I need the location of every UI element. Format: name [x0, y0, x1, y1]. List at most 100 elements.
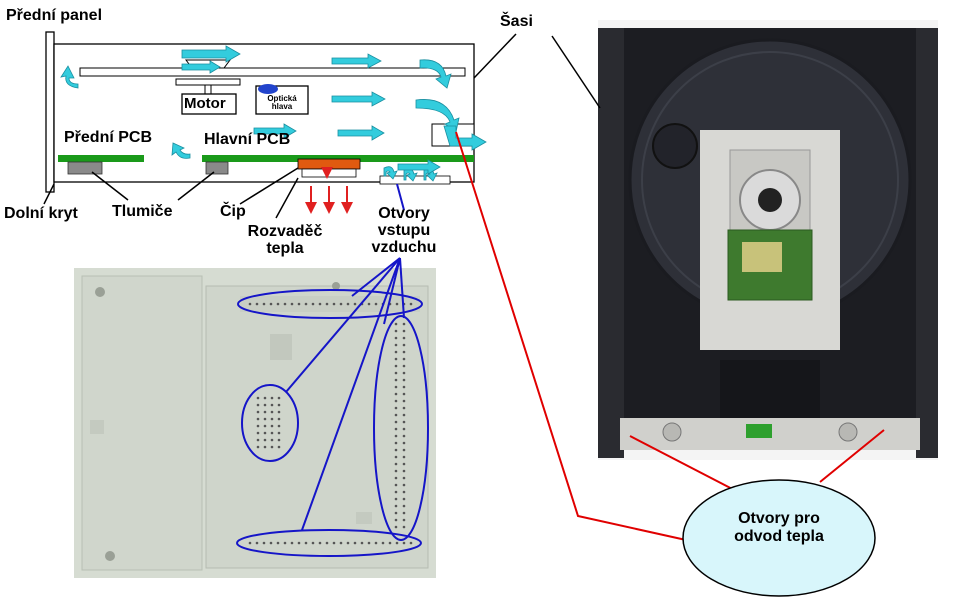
vent-hole [402, 455, 406, 459]
tray-front-block [720, 360, 820, 420]
vent-hole [346, 302, 350, 306]
vent-hole [311, 302, 315, 306]
vent-hole [394, 357, 398, 361]
front-panel-label: Přední panel [6, 7, 103, 24]
vent-hole [394, 371, 398, 375]
airflow-arrows [60, 45, 487, 182]
heat-spreader-label: Rozvaděč tepla [247, 223, 323, 257]
vent-hole [402, 525, 406, 529]
vent-hole [394, 322, 398, 326]
vent-hole [304, 541, 308, 545]
airflow-arrow [331, 53, 382, 69]
cover-tab [356, 512, 372, 524]
vent-hole [270, 396, 274, 400]
vent-hole [270, 438, 274, 442]
vent-hole [263, 410, 267, 414]
vent-hole [394, 441, 398, 445]
vent-hole [388, 541, 392, 545]
vent-hole [402, 434, 406, 438]
vent-hole [394, 497, 398, 501]
vent-hole [297, 302, 301, 306]
vent-hole [395, 302, 399, 306]
vent-hole [367, 541, 371, 545]
green-connector [746, 424, 772, 438]
vent-hole [367, 302, 371, 306]
vent-hole [248, 302, 252, 306]
vent-hole [325, 541, 329, 545]
vent-hole [270, 424, 274, 428]
chassis-label: Šasi [500, 13, 533, 30]
vent-hole [394, 483, 398, 487]
airflow-arrow [397, 159, 441, 175]
vent-hole [402, 413, 406, 417]
inlet-callout-bottom [236, 529, 422, 557]
inlet-leader-lines [396, 183, 405, 211]
vent-hole [277, 438, 281, 442]
vent-hole [256, 438, 260, 442]
vent-hole [381, 541, 385, 545]
damper-front [67, 161, 103, 175]
vent-hole [277, 410, 281, 414]
vent-hole [394, 525, 398, 529]
vent-hole [263, 396, 267, 400]
vent-hole [283, 541, 287, 545]
vent-hole [402, 483, 406, 487]
vent-hole [304, 302, 308, 306]
vent-hole [269, 302, 273, 306]
vent-hole [270, 417, 274, 421]
vent-hole [394, 343, 398, 347]
vent-hole [394, 434, 398, 438]
vent-hole [256, 424, 260, 428]
vent-hole [270, 410, 274, 414]
vent-hole [402, 490, 406, 494]
vent-hole [262, 541, 266, 545]
damper-leader-2 [177, 171, 215, 201]
vent-hole [402, 350, 406, 354]
inlet-callout-center [241, 384, 299, 462]
vent-hole [402, 399, 406, 403]
vent-hole [394, 427, 398, 431]
vent-hole [402, 420, 406, 424]
vent-hole [277, 417, 281, 421]
vent-hole [394, 364, 398, 368]
vent-hole [262, 302, 266, 306]
vent-hole [263, 417, 267, 421]
vent-hole [394, 399, 398, 403]
vent-hole [277, 424, 281, 428]
vent-hole [277, 445, 281, 449]
inlet-callouts [236, 257, 429, 557]
vent-hole [394, 448, 398, 452]
disc-tray [79, 67, 466, 77]
vent-hole [394, 420, 398, 424]
vent-hole [394, 455, 398, 459]
vent-hole [256, 417, 260, 421]
vent-hole [402, 518, 406, 522]
vent-hole [402, 392, 406, 396]
chassis-rail-left [598, 28, 624, 458]
vent-hole [270, 445, 274, 449]
vent-hole [270, 431, 274, 435]
vent-hole [394, 392, 398, 396]
vent-hole [255, 302, 259, 306]
vent-hole [277, 431, 281, 435]
tray-hole [652, 123, 698, 169]
cover-tab [270, 334, 292, 360]
main-pcb [202, 155, 474, 162]
inlet-pointer [399, 257, 405, 319]
vent-hole [394, 462, 398, 466]
airflow-arrow [253, 123, 297, 139]
vent-hole [394, 511, 398, 515]
vent-hole [283, 302, 287, 306]
inlet-callout-right [373, 315, 429, 541]
inlet-pointer [285, 257, 401, 393]
vent-hole [402, 511, 406, 515]
inlet-pointer [383, 257, 401, 325]
vent-hole [409, 541, 413, 545]
vent-hole [277, 396, 281, 400]
vent-hole [276, 302, 280, 306]
chip-label: Čip [220, 203, 246, 220]
vent-hole [353, 541, 357, 545]
vent-hole [277, 403, 281, 407]
vent-hole [402, 371, 406, 375]
